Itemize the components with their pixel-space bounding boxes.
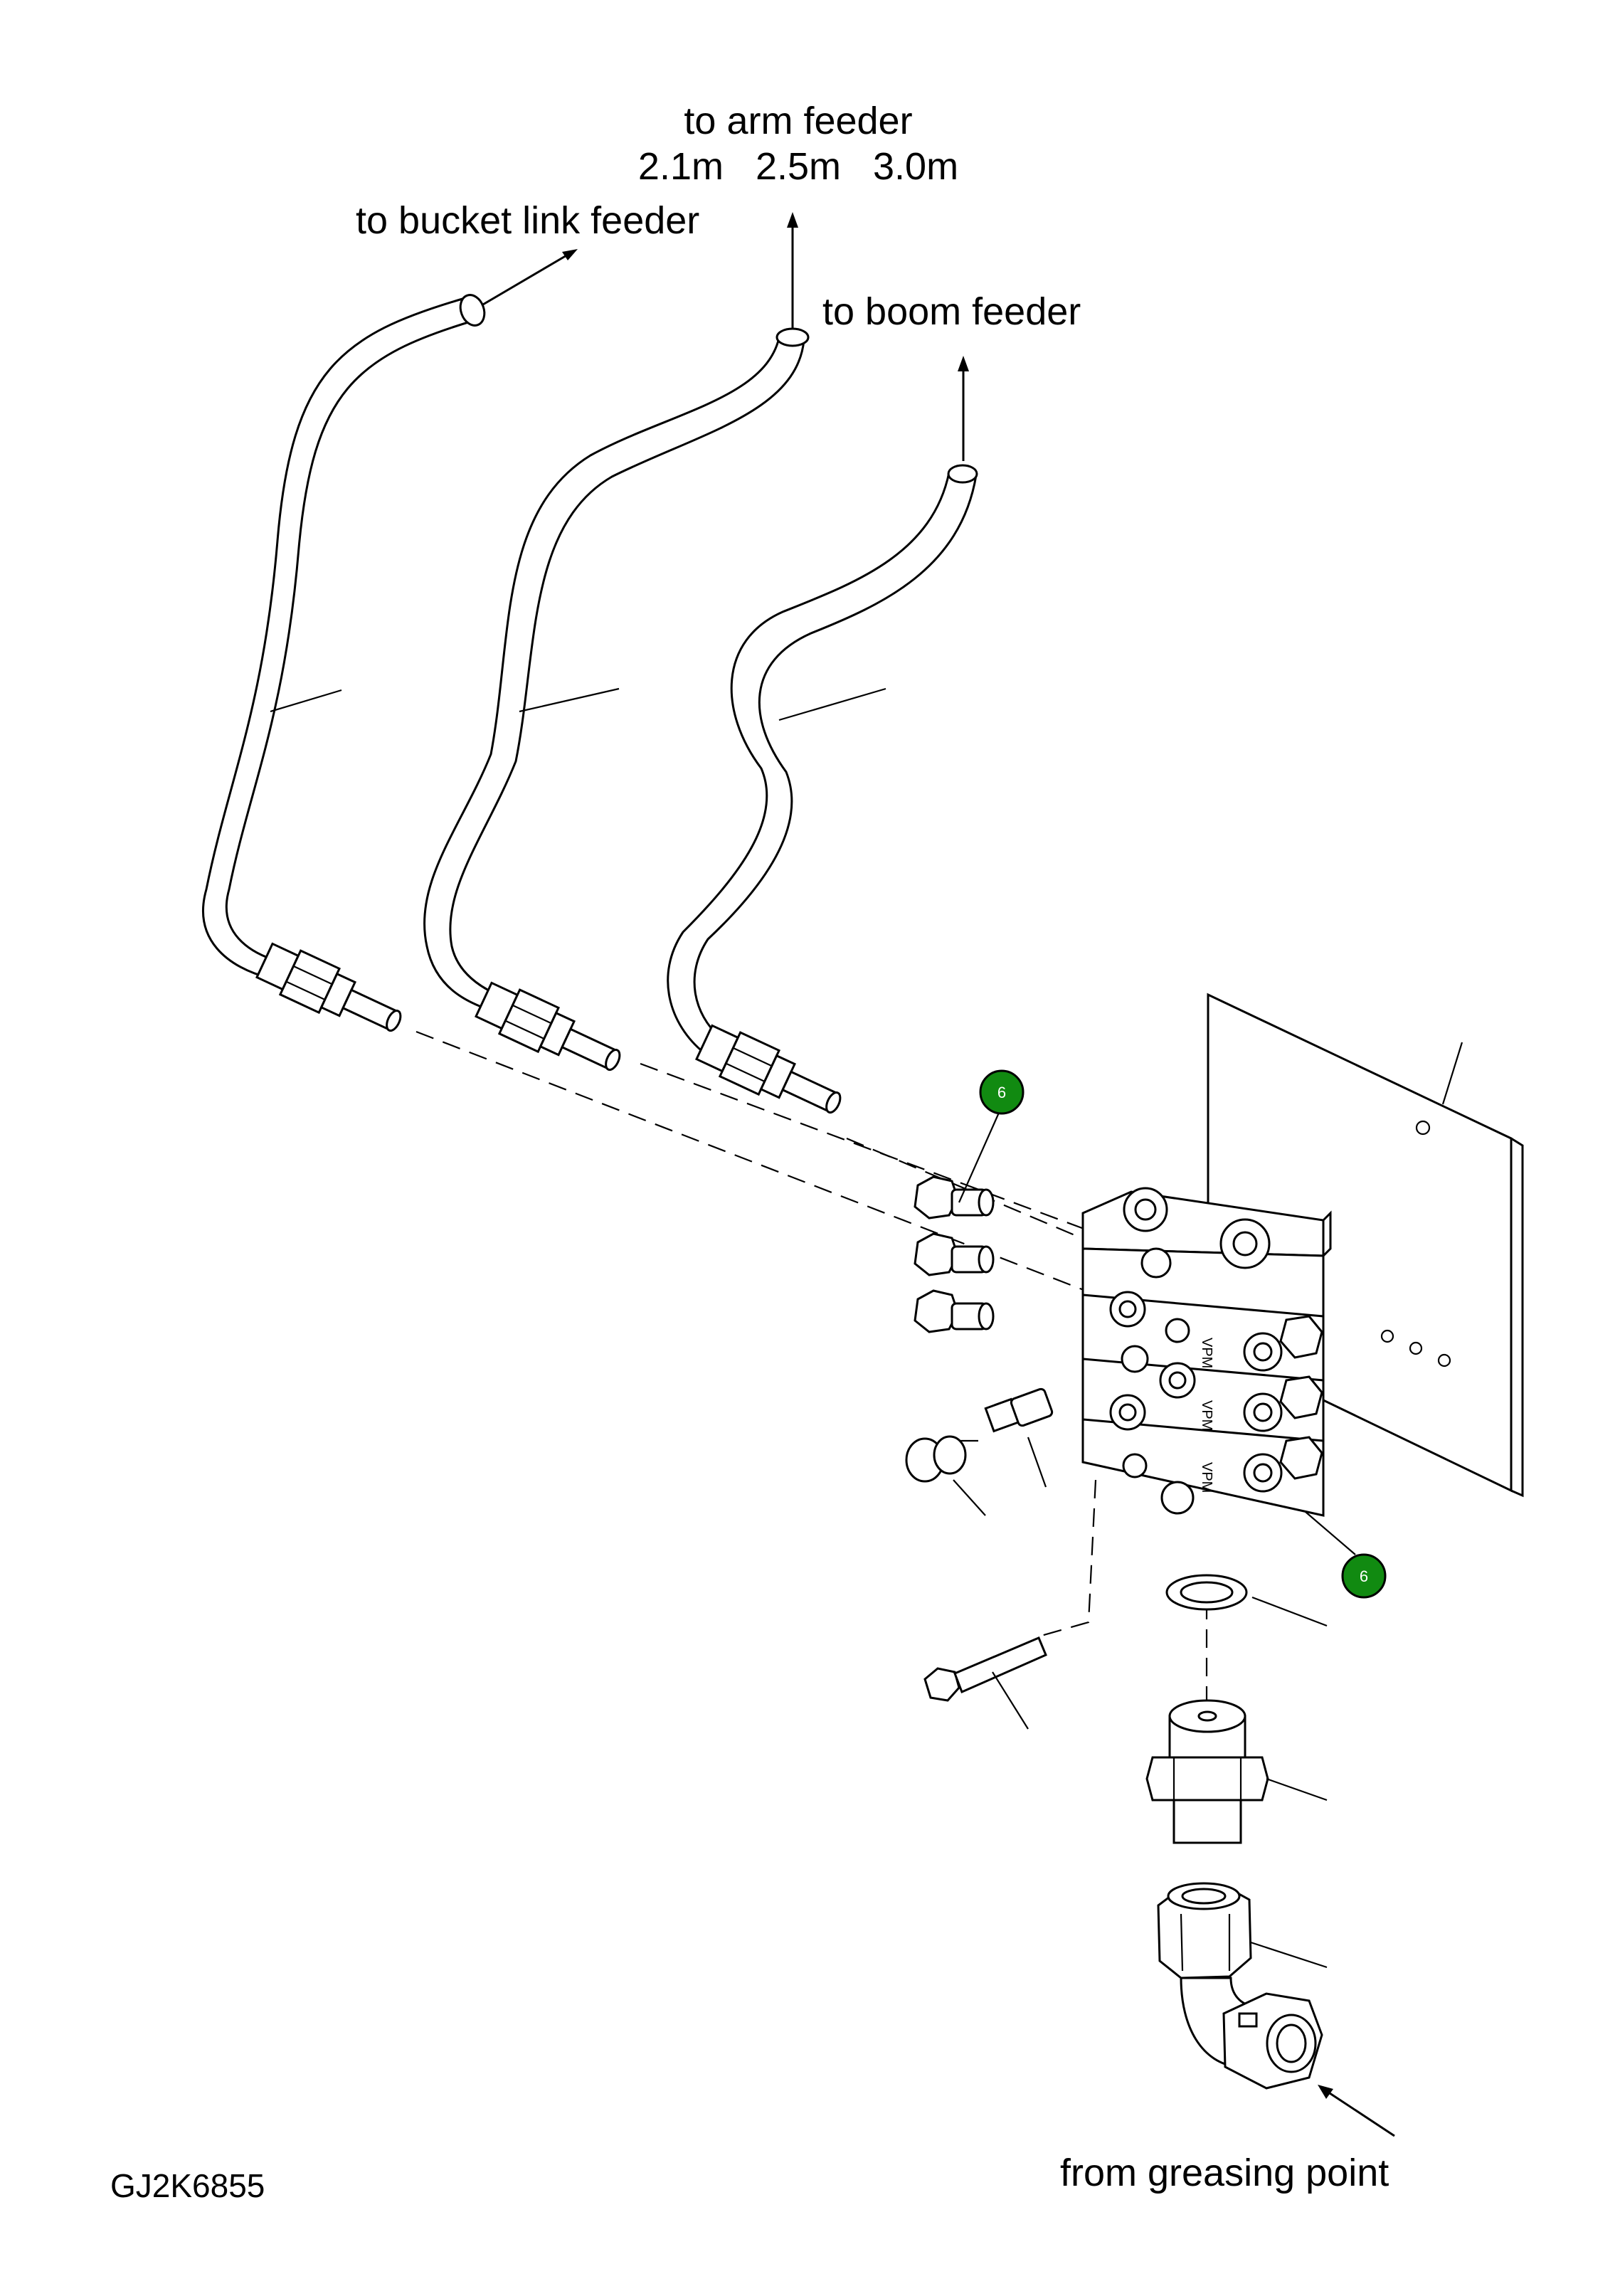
distributor-block: VPM VPM VPM	[1081, 1187, 1356, 1555]
part-badge-number: 6	[1360, 1567, 1368, 1585]
bucket-link-hose	[202, 294, 486, 980]
mounting-bolt	[923, 1636, 1047, 1730]
plate-leader-line	[1441, 1042, 1463, 1105]
connector-fitting	[1145, 1699, 1328, 1844]
arrow-to-arm-feeder	[787, 212, 798, 329]
elbow-fitting	[1157, 1882, 1328, 2090]
block-stamp: VPM	[1199, 1338, 1214, 1368]
boom-feeder-label: to boom feeder	[822, 290, 1081, 333]
arm-feeder-lengths: 2.1m 2.5m 3.0m	[638, 145, 958, 188]
arrow-from-greasing-point	[1318, 2085, 1395, 2137]
sealing-washer	[1165, 1574, 1328, 1627]
arm-hose	[423, 327, 810, 1012]
block-stamp: VPM	[1199, 1462, 1214, 1493]
greasing-point-label: from greasing point	[1060, 2152, 1389, 2194]
block-stamp: VPM	[1199, 1400, 1214, 1431]
arrow-to-boom-feeder	[958, 356, 969, 461]
hose-leader-line	[519, 687, 620, 713]
outlet-adapters	[914, 1106, 1003, 1333]
part-badge: 6	[1341, 1553, 1387, 1599]
arrow-to-bucket-link-feeder	[477, 249, 578, 309]
block-leader-line	[1305, 1511, 1356, 1555]
elbow-tag	[1238, 2012, 1258, 2028]
grease-nipple-cap	[905, 1435, 986, 1516]
boom-hose	[667, 464, 978, 1054]
grease-nipple	[984, 1387, 1054, 1488]
part-badge-number: 6	[997, 1084, 1006, 1101]
bucket-link-hose-fitting	[255, 942, 402, 1032]
boom-hose-fitting	[695, 1024, 842, 1114]
bucket-link-feeder-label: to bucket link feeder	[356, 199, 699, 242]
drawing-code: GJ2K6855	[110, 2167, 265, 2204]
part-badge: 6	[979, 1069, 1025, 1115]
hose-leader-line	[270, 689, 342, 713]
hose-leader-line	[778, 687, 886, 721]
arm-feeder-label: to arm feeder	[684, 100, 912, 142]
adapter-leader-line	[958, 1106, 1003, 1203]
arm-hose-fitting	[475, 981, 621, 1072]
